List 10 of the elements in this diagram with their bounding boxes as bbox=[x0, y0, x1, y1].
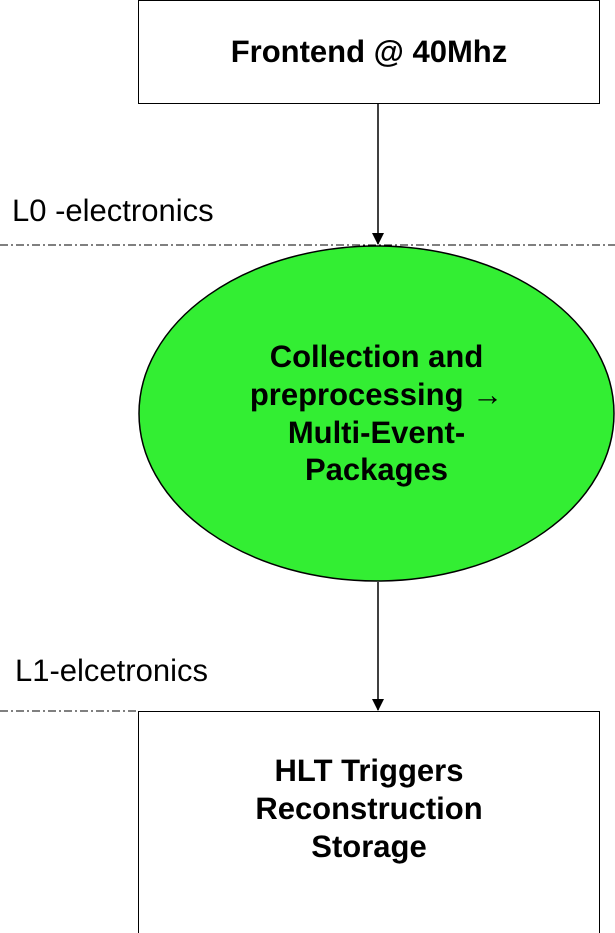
process-box bbox=[138, 0, 600, 104]
process-box bbox=[138, 711, 600, 933]
process-ellipse bbox=[138, 245, 615, 582]
level-label: L1-elcetronics bbox=[15, 653, 208, 689]
arrow bbox=[372, 582, 384, 711]
node-text: HLT Triggers Reconstruction Storage bbox=[254, 752, 484, 866]
arrow bbox=[372, 104, 384, 245]
level-label: L0 -electronics bbox=[12, 193, 214, 229]
node-text: Collection and preprocessing → Multi-Event-Packages bbox=[248, 338, 504, 490]
node-text: Frontend @ 40Mhz bbox=[230, 33, 508, 71]
